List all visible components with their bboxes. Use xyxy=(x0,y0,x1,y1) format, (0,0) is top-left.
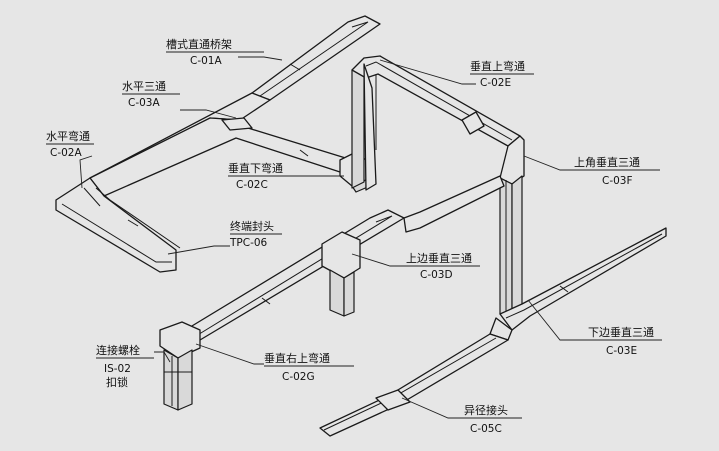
label-c01a: 槽式直通桥架 C-01A xyxy=(166,37,264,67)
label-c03f-name: 上角垂直三通 xyxy=(574,155,640,169)
label-c02e: 垂直上弯通 C-02E xyxy=(470,59,534,89)
label-c02g: 垂直右上弯通 C-02G xyxy=(264,351,354,383)
label-is02: 连接螺栓 IS-02 扣锁 xyxy=(96,343,154,389)
vertical-right-up-elbow xyxy=(159,321,201,411)
label-c05c-code: C-05C xyxy=(470,423,502,435)
label-c02e-name: 垂直上弯通 xyxy=(470,59,525,73)
label-tpc06-code: TPC-06 xyxy=(229,237,268,249)
leader-lines xyxy=(79,56,574,419)
label-c03f: 上角垂直三通 C-03F xyxy=(574,155,660,187)
label-tpc06: 终端封头 TPC-06 xyxy=(229,219,282,249)
label-c03a-code: C-03A xyxy=(128,97,160,109)
middle-straight-tray xyxy=(181,209,405,341)
cross-connection xyxy=(403,175,505,233)
label-c02a: 水平弯通 C-02A xyxy=(46,129,94,159)
label-is02-code: IS-02 xyxy=(104,363,131,375)
label-c01a-name: 槽式直通桥架 xyxy=(166,37,232,51)
label-c02e-code: C-02E xyxy=(480,77,511,89)
label-c02g-name: 垂直右上弯通 xyxy=(264,351,330,365)
label-c02a-code: C-02A xyxy=(50,147,82,159)
horizontal-loop xyxy=(55,92,353,273)
upper-corner-tee xyxy=(499,135,525,321)
label-c02c-name: 垂直下弯通 xyxy=(228,161,283,175)
label-c02c: 垂直下弯通 C-02C xyxy=(228,161,298,191)
tray-drawing xyxy=(55,15,667,437)
label-c03e: 下边垂直三通 C-03E xyxy=(572,325,662,357)
upper-edge-vertical-tee xyxy=(321,231,361,317)
label-tpc06-name: 终端封头 xyxy=(230,219,274,233)
label-c05c: 异径接头 C-05C xyxy=(464,404,522,435)
label-c03d-name: 上边垂直三通 xyxy=(406,251,472,265)
upper-riser-run xyxy=(351,55,521,191)
reducer-tray xyxy=(319,333,509,437)
label-c02g-code: C-02G xyxy=(282,371,315,383)
label-c03f-code: C-03F xyxy=(602,175,633,187)
straight-tray-top xyxy=(251,15,381,101)
label-c02c-code: C-02C xyxy=(236,179,268,191)
component-labels: 槽式直通桥架 C-01A 水平三通 C-03A 水平弯通 C-02A 垂直上弯通… xyxy=(46,37,662,435)
label-c05c-name: 异径接头 xyxy=(464,404,508,417)
label-c02a-name: 水平弯通 xyxy=(46,129,90,143)
label-c01a-code: C-01A xyxy=(190,55,222,67)
label-c03e-code: C-03E xyxy=(606,345,637,357)
label-c03e-name: 下边垂直三通 xyxy=(588,325,654,339)
label-c03d: 上边垂直三通 C-03D xyxy=(406,251,480,281)
label-is02-extra: 扣锁 xyxy=(106,375,128,389)
label-c03a: 水平三通 C-03A xyxy=(122,80,180,109)
label-c03d-code: C-03D xyxy=(420,269,453,281)
label-c03a-name: 水平三通 xyxy=(122,80,166,93)
label-is02-name: 连接螺栓 xyxy=(96,343,140,357)
